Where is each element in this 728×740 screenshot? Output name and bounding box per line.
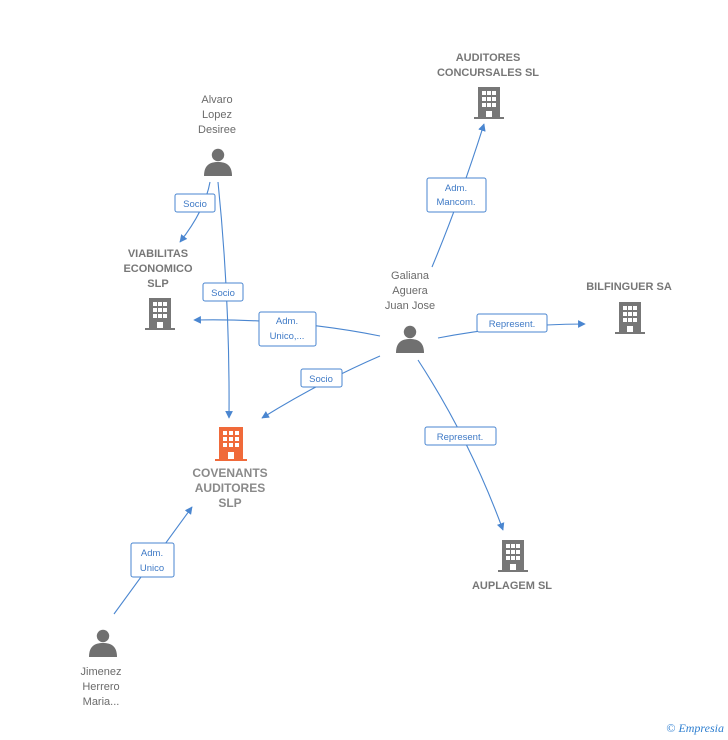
edge-alvaro-covenants[interactable]: Socio: [202, 181, 244, 419]
node-name-line: Lopez: [202, 109, 232, 121]
edge-label: Socio: [183, 199, 207, 210]
node-alvaro[interactable]: Alvaro Lopez Desiree: [198, 94, 236, 176]
node-name-line: SLP: [218, 496, 241, 510]
building-icon: [215, 427, 247, 461]
node-name-line: Alvaro: [201, 94, 232, 106]
edge-galiana-auplagem[interactable]: Represent.: [417, 359, 505, 531]
node-name-line: Jimenez: [81, 666, 122, 678]
node-jimenez[interactable]: Jimenez Herrero Maria...: [81, 629, 122, 708]
edge-galiana-covenants[interactable]: Socio: [261, 355, 381, 419]
node-name-line: SLP: [147, 278, 168, 290]
node-name-line: BILFINGUER SA: [586, 281, 672, 293]
copyright-symbol: ©: [666, 721, 676, 735]
edge-alvaro-viabilitas[interactable]: Socio: [174, 181, 216, 243]
node-auditores-concursales[interactable]: AUDITORES CONCURSALES SL: [437, 52, 539, 119]
edge-galiana-viabilitas[interactable]: Adm. Unico,...: [193, 311, 381, 347]
building-icon: [474, 87, 504, 119]
edge-label: Socio: [211, 288, 235, 299]
node-name-line: Aguera: [392, 285, 428, 297]
node-name-line: AUDITORES: [195, 481, 265, 495]
empresia-watermark: ©Empresia: [666, 721, 724, 736]
edge-label: Mancom.: [436, 197, 475, 208]
brand-logo: Empresia: [678, 721, 724, 735]
building-icon: [145, 298, 175, 330]
edge-label: Represent.: [489, 319, 535, 330]
node-name-line: CONCURSALES SL: [437, 67, 539, 79]
node-name-line: AUPLAGEM SL: [472, 580, 552, 592]
node-name-line: Galiana: [391, 270, 430, 282]
node-name-line: VIABILITAS: [128, 248, 188, 260]
edge-label: Unico,...: [270, 331, 305, 342]
edge-jimenez-covenants[interactable]: Adm. Unico: [113, 506, 193, 615]
edge-galiana-auditores[interactable]: Adm. Mancom.: [426, 123, 487, 268]
edge-label: Represent.: [437, 432, 483, 443]
node-name-line: Juan Jose: [385, 300, 435, 312]
node-name-line: ECONOMICO: [123, 263, 193, 275]
person-icon: [204, 148, 232, 176]
node-bilfinguer[interactable]: BILFINGUER SA: [586, 281, 672, 334]
edge-label: Adm.: [141, 548, 163, 559]
person-icon: [396, 325, 424, 353]
node-name-line: Desiree: [198, 124, 236, 136]
edge-label: Socio: [309, 374, 333, 385]
edge-label: Unico: [140, 563, 164, 574]
node-auplagem[interactable]: AUPLAGEM SL: [472, 540, 552, 592]
edge-galiana-bilfinguer[interactable]: Represent.: [437, 313, 586, 339]
building-icon: [498, 540, 528, 572]
node-name-line: Maria...: [83, 696, 120, 708]
building-icon: [615, 302, 645, 334]
edge-label: Adm.: [445, 183, 467, 194]
node-name-line: COVENANTS: [192, 466, 267, 480]
node-name-line: Herrero: [82, 681, 119, 693]
person-icon: [89, 629, 117, 657]
node-viabilitas[interactable]: VIABILITAS ECONOMICO SLP: [123, 248, 193, 330]
edge-label: Adm.: [276, 316, 298, 327]
node-name-line: AUDITORES: [456, 52, 521, 64]
node-covenants-main[interactable]: COVENANTS AUDITORES SLP: [192, 427, 268, 510]
node-galiana[interactable]: Galiana Aguera Juan Jose: [385, 270, 435, 353]
